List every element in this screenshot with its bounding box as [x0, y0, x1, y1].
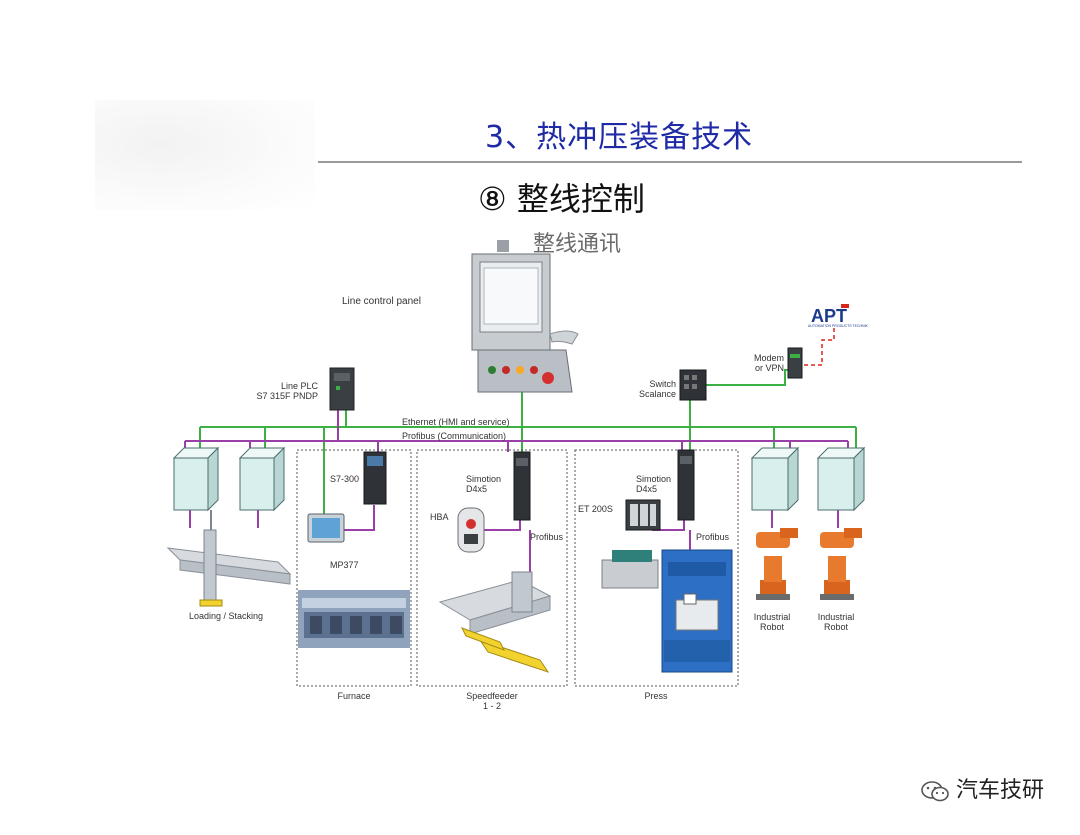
modem-label: Modem or VPN: [753, 353, 784, 373]
line-control-panel-label: Line control panel: [342, 296, 421, 307]
line-plc-label: Line PLC S7 315F PNDP: [256, 381, 318, 401]
press-label: Press: [644, 691, 668, 701]
et200s-label: ET 200S: [578, 504, 613, 514]
mp377-panel-icon: [307, 513, 345, 543]
cabinet-module-1: [172, 446, 220, 512]
hba-handheld-icon: [457, 507, 485, 553]
et200s-icon: [625, 499, 661, 531]
press-image: [601, 549, 733, 673]
robot-label-1: Industrial Robot: [753, 612, 791, 632]
s7-300-icon: [363, 451, 387, 505]
line-control-panel-icon: [471, 240, 579, 393]
speedfeeder-label: Speedfeeder 1 - 2: [466, 691, 518, 711]
robot-label-2: Industrial Robot: [817, 612, 855, 632]
title-divider: [318, 161, 1022, 163]
switch-label: Switch Scalance: [638, 379, 676, 399]
industrial-robot-image-2: [820, 528, 862, 600]
s7-300-label: S7-300: [330, 474, 360, 484]
furnace-label: Furnace: [337, 691, 371, 701]
section-subsubtitle: 整线通讯: [533, 232, 622, 257]
simotion-label-1: Simotion D4x5: [466, 474, 502, 494]
press-cell-frame: [574, 449, 739, 687]
profibus-bus: [184, 409, 849, 572]
speedfeeder-image: [438, 571, 552, 673]
page-title: 3、热冲压装备技术: [485, 120, 754, 155]
apt-logo: APT AUTOMATION PRODUCTS TECHNIK: [805, 302, 869, 328]
profibus-label-2: Profibus: [696, 532, 730, 542]
speedfeeder-cell-frame: [416, 449, 568, 687]
industrial-robot-image-1: [756, 528, 798, 600]
vpn-link: [804, 328, 835, 366]
loading-stacking-label: Loading / Stacking: [188, 611, 264, 621]
simotion-label-2: Simotion D4x5: [636, 474, 672, 494]
watermark-text: 汽车技研: [955, 778, 1044, 803]
faded-background-logo: [95, 100, 315, 210]
furnace-cell-frame: [296, 449, 412, 687]
modem-icon: [787, 347, 803, 379]
mp377-label: MP377: [330, 560, 359, 570]
simotion-d4x5-icon-1: [513, 451, 531, 521]
section-subtitle: ⑧ 整线控制: [478, 180, 645, 218]
svg-text:AUTOMATION PRODUCTS TECHNIK: AUTOMATION PRODUCTS TECHNIK: [808, 324, 869, 328]
profibus-label-1: Profibus: [530, 532, 564, 542]
switch-scalance-icon: [679, 369, 707, 401]
watermark: 汽车技研: [920, 772, 1044, 804]
profibus-label: Profibus (Communication): [402, 431, 507, 441]
cabinet-module-2: [238, 446, 286, 512]
cabinet-module-4: [816, 446, 866, 512]
wechat-icon: [921, 781, 949, 802]
loading-stacking-gantry-image: [166, 510, 292, 607]
ethernet-label: Ethernet (HMI and service): [402, 417, 510, 427]
furnace-image: [298, 590, 410, 648]
cabinet-module-3: [750, 446, 800, 512]
hba-label: HBA: [430, 512, 449, 522]
svg-text:APT: APT: [811, 306, 847, 326]
simotion-d4x5-icon-2: [677, 449, 695, 521]
line-plc-icon: [329, 367, 355, 411]
